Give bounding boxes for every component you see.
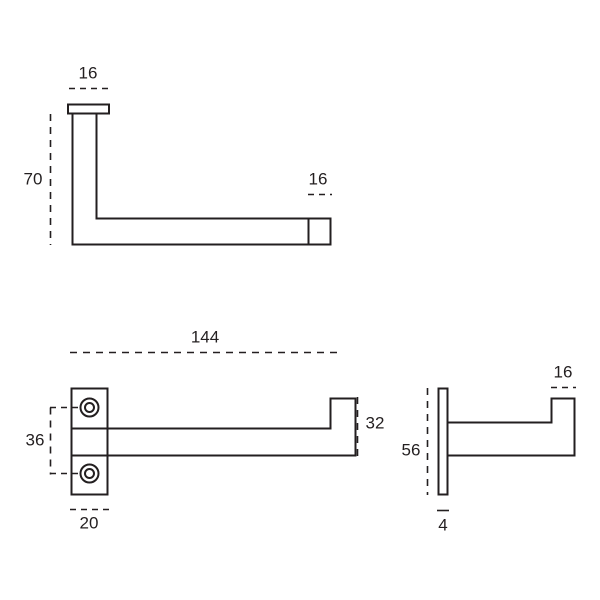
elevation-top-cap [67, 103, 110, 115]
dim-label-16-section: 16 [554, 362, 573, 381]
dim-label-70: 70 [24, 169, 43, 188]
dim-section-hook-width: 16 [551, 362, 576, 389]
dim-plan-length: 144 [70, 327, 341, 354]
elevation-view: 16 70 16 [24, 63, 332, 246]
screw-hole-top-inner-ring [84, 402, 95, 413]
dim-section-plate-thickness: 4 [437, 509, 449, 534]
dim-label-56: 56 [402, 440, 421, 459]
dim-plan-plate-width: 20 [70, 508, 109, 532]
plan-view: 144 36 20 32 [26, 327, 385, 532]
dim-label-144: 144 [191, 327, 219, 346]
screw-hole-bottom [79, 463, 100, 484]
plan-bar-body [70, 397, 357, 457]
dim-label-36: 36 [26, 430, 45, 449]
section-view: 56 4 16 [402, 362, 576, 534]
dim-label-16-top: 16 [79, 63, 98, 82]
dim-label-20: 20 [80, 513, 99, 532]
dim-label-32: 32 [366, 413, 385, 432]
elevation-l-body [71, 112, 332, 246]
dim-elev-end-width: 16 [308, 169, 332, 196]
section-arm-body [446, 397, 576, 457]
screw-hole-bottom-inner-ring [84, 468, 95, 479]
dim-elev-height: 70 [24, 114, 52, 245]
section-wall-plate [437, 387, 449, 496]
plan-plate-outline [70, 387, 109, 496]
screw-hole-top [79, 397, 100, 418]
dim-plan-bar-depth: 32 [356, 397, 385, 457]
dim-section-plate-height: 56 [402, 388, 429, 495]
dim-label-4: 4 [438, 515, 447, 534]
dim-plan-hole-spacing: 36 [26, 406, 80, 475]
dim-elev-top-width: 16 [69, 63, 108, 90]
dim-label-16-right: 16 [309, 169, 328, 188]
